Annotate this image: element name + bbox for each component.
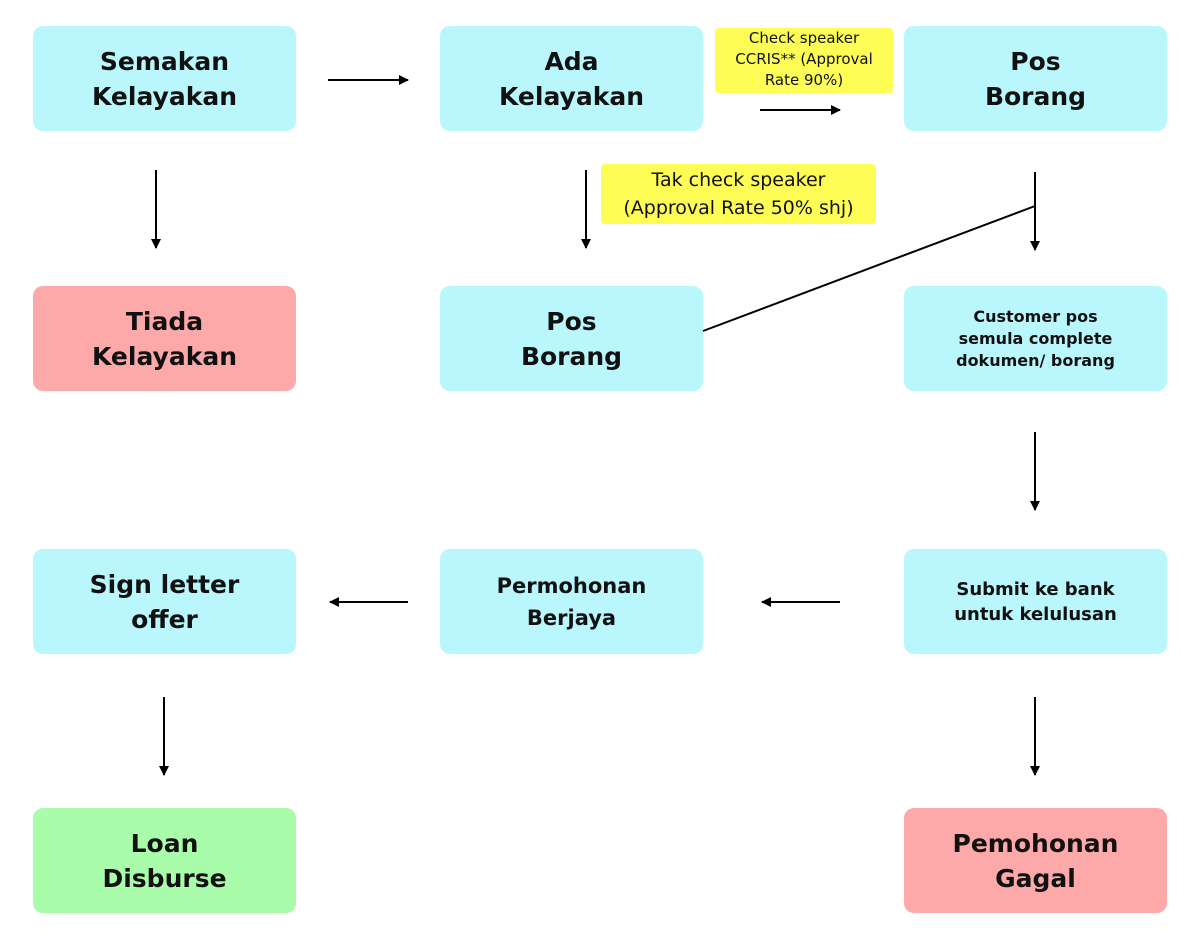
node-tiada-kelayakan: Tiada Kelayakan xyxy=(33,286,296,391)
node-permohonan-berjaya: Permohonan Berjaya xyxy=(440,549,703,654)
node-loan-disburse: Loan Disburse xyxy=(33,808,296,913)
node-pos-borang-mid: Pos Borang xyxy=(440,286,703,391)
node-pos-borang-top: Pos Borang xyxy=(904,26,1167,131)
node-semakan-kelayakan: Semakan Kelayakan xyxy=(33,26,296,131)
node-sign-letter-offer: Sign letter offer xyxy=(33,549,296,654)
node-permohonan-gagal: Pemohonan Gagal xyxy=(904,808,1167,913)
note-tak-check-speaker: Tak check speaker (Approval Rate 50% shj… xyxy=(601,164,876,224)
node-ada-kelayakan: Ada Kelayakan xyxy=(440,26,703,131)
note-check-speaker: Check speaker CCRIS** (Approval Rate 90%… xyxy=(715,28,893,93)
line-pos-mid-to-merge xyxy=(702,205,1036,332)
node-customer-pos: Customer pos semula complete dokumen/ bo… xyxy=(904,286,1167,391)
node-submit-bank: Submit ke bank untuk kelulusan xyxy=(904,549,1167,654)
